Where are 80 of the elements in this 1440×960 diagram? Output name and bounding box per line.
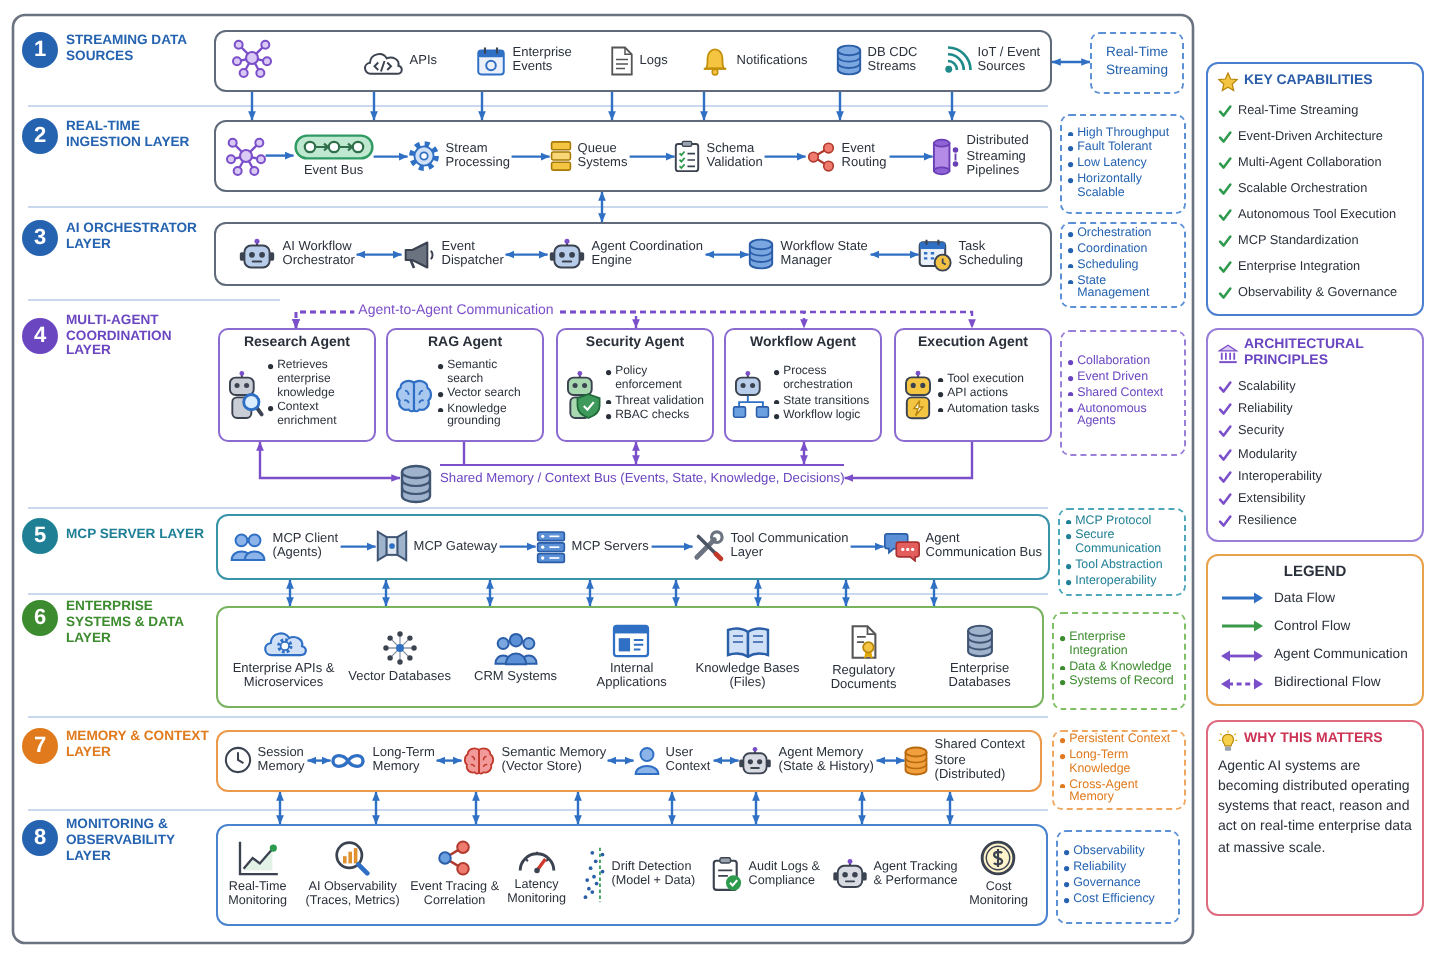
double-arrow <box>607 756 635 765</box>
double-arrow <box>307 756 332 765</box>
number-badge: 6 <box>22 600 58 636</box>
number-badge: 5 <box>22 518 58 554</box>
info-panel <box>1206 720 1424 916</box>
arrow <box>265 151 295 160</box>
arrow <box>511 152 551 161</box>
agent-card <box>386 328 544 442</box>
double-arrow <box>946 791 954 825</box>
feature-panel <box>1052 730 1186 810</box>
feature-panel <box>1060 330 1186 456</box>
arrow <box>764 152 807 161</box>
arrow <box>850 542 885 551</box>
layer-panel <box>216 606 1044 708</box>
double-arrow <box>574 791 582 825</box>
double-arrow <box>1051 58 1091 66</box>
layer-panel <box>214 30 1052 92</box>
double-arrow <box>286 579 294 607</box>
arrow <box>340 542 377 551</box>
arrow <box>948 92 956 121</box>
double-arrow <box>505 250 549 259</box>
number-badge: 8 <box>22 820 58 856</box>
double-arrow <box>256 441 401 482</box>
double-arrow <box>276 791 284 825</box>
double-arrow <box>713 756 740 765</box>
agent-card <box>724 328 882 442</box>
feature-panel <box>1060 114 1186 214</box>
connector-line <box>462 442 466 464</box>
double-arrow <box>436 756 463 765</box>
number-badge: 4 <box>22 318 58 354</box>
arrow <box>889 152 934 161</box>
feature-panel <box>1056 830 1180 924</box>
arrow <box>248 92 256 121</box>
feature-panel <box>1058 508 1186 596</box>
double-arrow <box>668 791 676 825</box>
arrow <box>373 152 409 161</box>
double-arrow <box>672 579 680 607</box>
feature-panel <box>1060 222 1186 308</box>
double-arrow <box>842 579 850 607</box>
double-arrow <box>870 250 920 259</box>
double-arrow <box>598 191 606 223</box>
info-panel <box>1206 62 1424 316</box>
double-arrow <box>752 791 760 825</box>
arrow <box>370 92 378 121</box>
double-arrow <box>858 791 866 825</box>
arrow <box>629 152 676 161</box>
agent-card <box>218 328 376 442</box>
note-panel <box>1090 32 1184 94</box>
double-arrow <box>382 579 390 607</box>
arrow <box>478 92 486 121</box>
double-arrow <box>876 756 906 765</box>
arrow <box>700 92 708 121</box>
agent-card <box>894 328 1052 442</box>
arrow <box>844 442 974 482</box>
arrow <box>608 92 616 121</box>
double-arrow <box>930 579 938 607</box>
double-arrow <box>372 791 380 825</box>
number-badge: 2 <box>22 118 58 154</box>
double-arrow <box>705 250 750 259</box>
number-badge: 1 <box>22 32 58 68</box>
double-arrow <box>586 579 594 607</box>
agent-card <box>556 328 714 442</box>
double-arrow <box>486 579 494 607</box>
number-badge: 3 <box>22 220 58 256</box>
layer-panel <box>216 730 1042 792</box>
arrow <box>651 542 694 551</box>
double-arrow <box>754 579 762 607</box>
arrow <box>499 542 537 551</box>
double-arrow <box>356 250 403 259</box>
number-badge: 7 <box>22 728 58 764</box>
double-arrow <box>632 441 640 465</box>
double-arrow <box>472 791 480 825</box>
info-panel <box>1206 328 1424 542</box>
double-arrow <box>800 441 808 465</box>
layer-panel <box>216 514 1050 580</box>
layer-panel <box>216 824 1048 926</box>
layer-panel <box>214 120 1052 192</box>
arrow <box>836 92 844 121</box>
layer-panel <box>214 222 1052 286</box>
feature-panel <box>1052 612 1186 710</box>
